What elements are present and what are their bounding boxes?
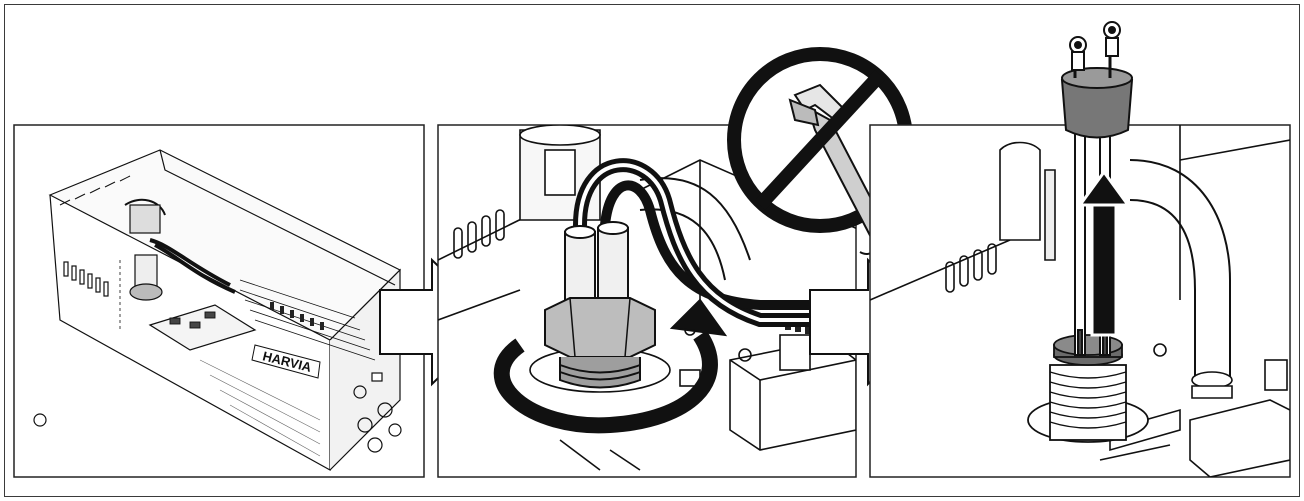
diagram-frame xyxy=(4,4,1300,497)
threaded-socket xyxy=(1027,334,1149,443)
rotate-arrow-icon xyxy=(493,298,728,434)
electrode-cap xyxy=(1060,21,1134,139)
up-arrow-icon xyxy=(1077,169,1131,337)
panel-2-loosen-nut xyxy=(437,124,857,478)
hex-nut xyxy=(544,297,656,389)
panel-1-overview: HARVIA xyxy=(13,124,425,478)
panel-3-pull-out-electrode xyxy=(869,21,1291,478)
